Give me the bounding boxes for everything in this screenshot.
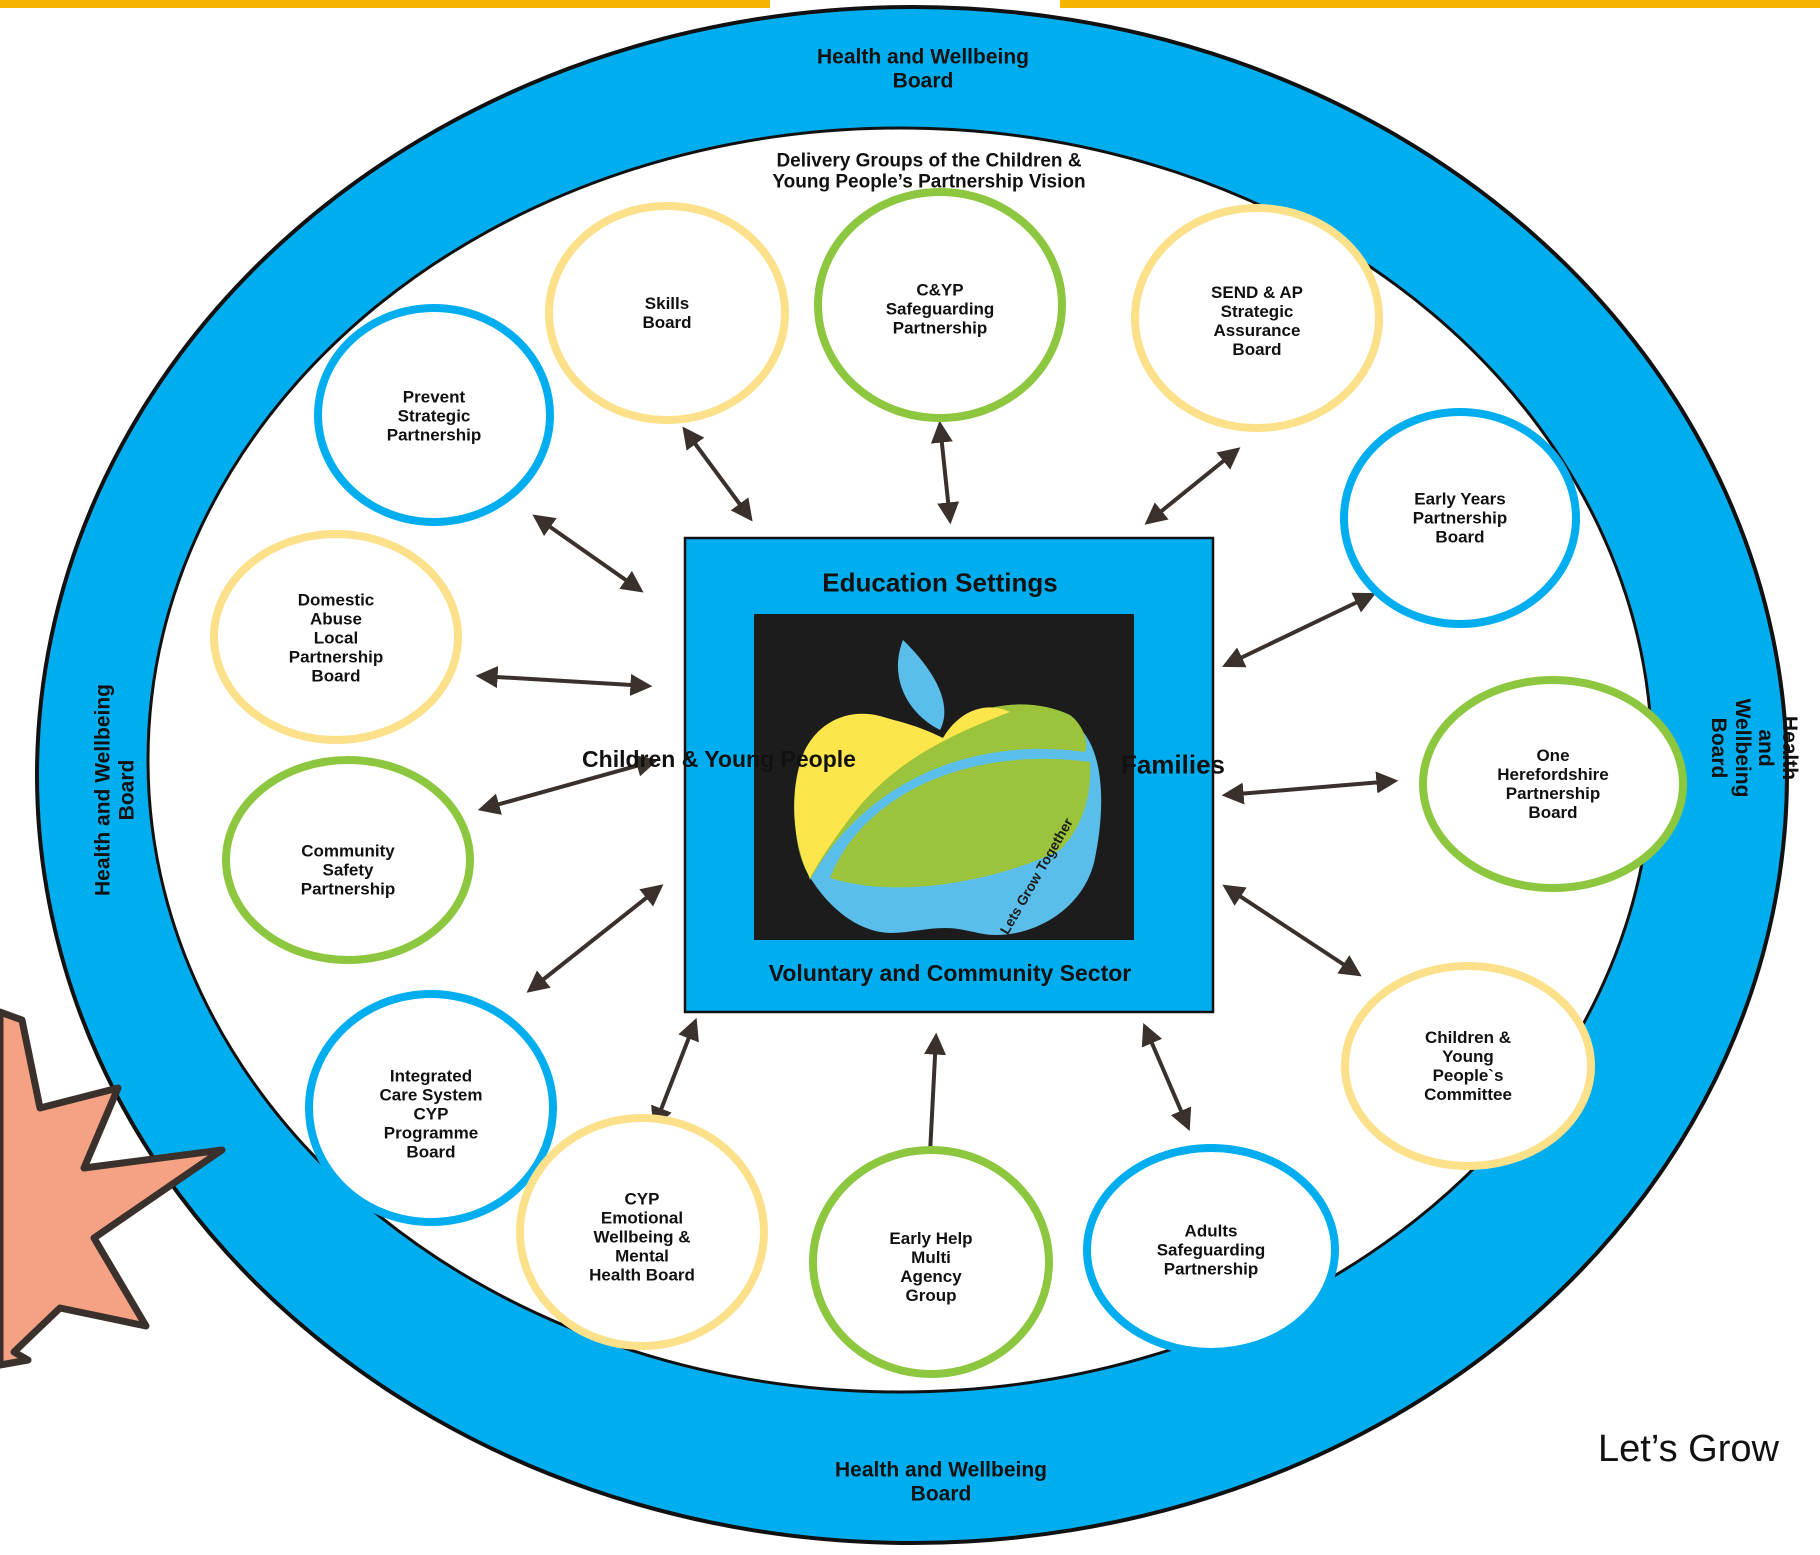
node-label-send-ap: SEND & AP Strategic Assurance Board — [1211, 282, 1303, 360]
arrow-one-herefordshire — [1221, 771, 1399, 805]
node-adults-safeguarding-circle — [1083, 1144, 1339, 1356]
node-one-herefordshire-circle — [1419, 676, 1687, 892]
arrows-layer — [475, 420, 1399, 1178]
apple-yellow-body — [794, 707, 1010, 878]
arrow-domestic-abuse — [475, 666, 653, 696]
node-community-safety-circle — [222, 756, 474, 964]
node-domestic-abuse-circle — [210, 530, 462, 744]
node-label-cyp-safeguarding: C&YP Safeguarding Partnership — [885, 280, 995, 338]
node-label-cyp-emotional: CYP Emotional Wellbeing & Mental Health … — [589, 1189, 695, 1285]
ring-label-right: Health and Wellbeing Board — [1707, 698, 1802, 798]
arrow-cyp-emotional — [651, 1017, 699, 1130]
center-label-left: Children & Young People — [582, 746, 856, 773]
center-label-right: Families — [1120, 749, 1226, 780]
arrow-adults-safeguarding — [1141, 1022, 1192, 1132]
arrow-skills — [682, 426, 753, 522]
tagline: Let’s Grow — [1598, 1428, 1779, 1470]
arrow-cyp-safeguarding — [930, 420, 960, 525]
arrow-integrated-care — [526, 884, 664, 993]
node-cyp-emotional-circle — [516, 1114, 768, 1350]
node-label-skills-board: Skills Board — [642, 293, 692, 332]
node-skills-board-circle — [545, 202, 789, 424]
arrow-early-years — [1222, 592, 1376, 668]
node-label-one-herefordshire: One Herefordshire Partnership Board — [1497, 745, 1609, 823]
apple-leaf — [897, 640, 945, 730]
node-prevent-circle — [314, 304, 554, 526]
ring-label-left: Health and Wellbeing Board — [91, 684, 138, 896]
node-send-ap-circle — [1131, 204, 1383, 432]
node-label-domestic-abuse: Domestic Abuse Local Partnership Board — [288, 590, 384, 686]
apple-logo: Lets Grow Together — [794, 640, 1102, 937]
node-label-integrated-care: Integrated Care System CYP Programme Boa… — [379, 1066, 483, 1162]
arrow-cyp-committee — [1222, 884, 1362, 977]
ring-label-top: Health and Wellbeing Board — [817, 45, 1029, 92]
ring-label-bottom: Health and Wellbeing Board — [835, 1458, 1047, 1505]
nodes-layer — [210, 188, 1687, 1378]
center-label-top: Education Settings — [822, 567, 1058, 598]
node-label-cyp-committee: Children & Young People`s Committee — [1424, 1027, 1512, 1105]
apple-green-fill — [830, 758, 1091, 888]
node-label-community-safety: Community Safety Partnership — [300, 841, 396, 899]
node-cyp-safeguarding-circle — [814, 188, 1066, 422]
delivery-groups-title: Delivery Groups of the Children & Young … — [772, 150, 1086, 193]
node-early-help-circle — [809, 1146, 1053, 1378]
node-label-early-years: Early Years Partnership Board — [1412, 489, 1508, 547]
node-label-early-help: Early Help Multi Agency Group — [889, 1228, 973, 1306]
arrow-prevent — [532, 514, 644, 593]
starburst-shape — [0, 1008, 226, 1369]
center-label-bottom: Voluntary and Community Sector — [768, 960, 1132, 987]
node-cyp-committee-circle — [1341, 962, 1595, 1170]
node-label-adults-safeguarding: Adults Safeguarding Partnership — [1156, 1221, 1266, 1279]
header-strip-gap — [770, 0, 1060, 8]
node-early-years-circle — [1340, 408, 1580, 628]
node-integrated-care-circle — [305, 990, 557, 1226]
arrow-community-safety — [477, 755, 659, 815]
arrow-send-ap — [1144, 447, 1241, 525]
node-label-prevent: Prevent Strategic Partnership — [386, 387, 482, 445]
